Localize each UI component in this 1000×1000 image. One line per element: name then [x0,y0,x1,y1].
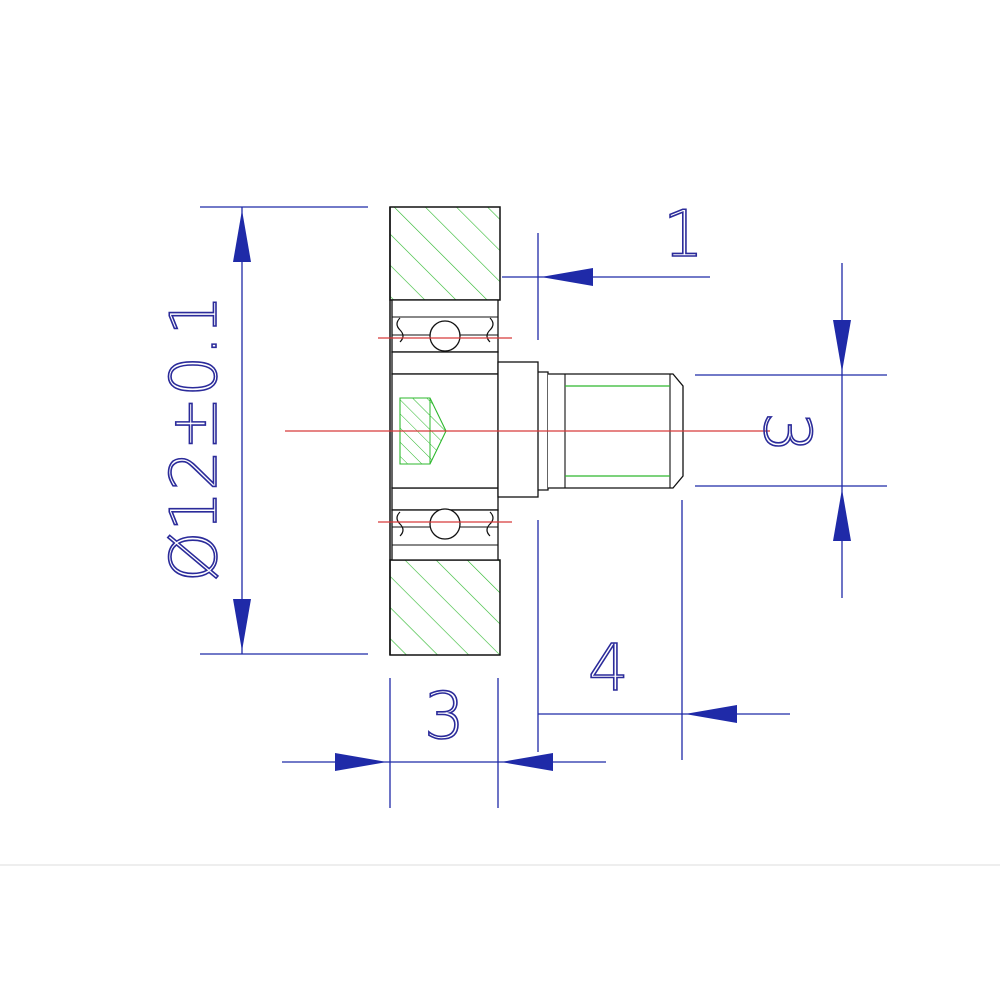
shoulder [497,361,549,498]
dimension-diameter [200,206,368,655]
ball-top [429,320,461,352]
bearing-bottom [391,487,499,561]
width-label: 3 [424,680,465,754]
thread-diameter-label: 3 [749,412,823,453]
centerlines [285,337,770,523]
thread-length-label: 4 [588,632,629,706]
diameter-label: Ø12±0.1 [158,295,232,582]
dimension-thread-diameter [695,263,887,598]
dimension-thread-length [537,500,790,760]
dimension-offset [502,233,710,340]
bearing-top [391,299,499,375]
offset-label: 1 [663,198,704,272]
dimension-width [282,678,606,808]
ball-bottom [429,508,461,540]
